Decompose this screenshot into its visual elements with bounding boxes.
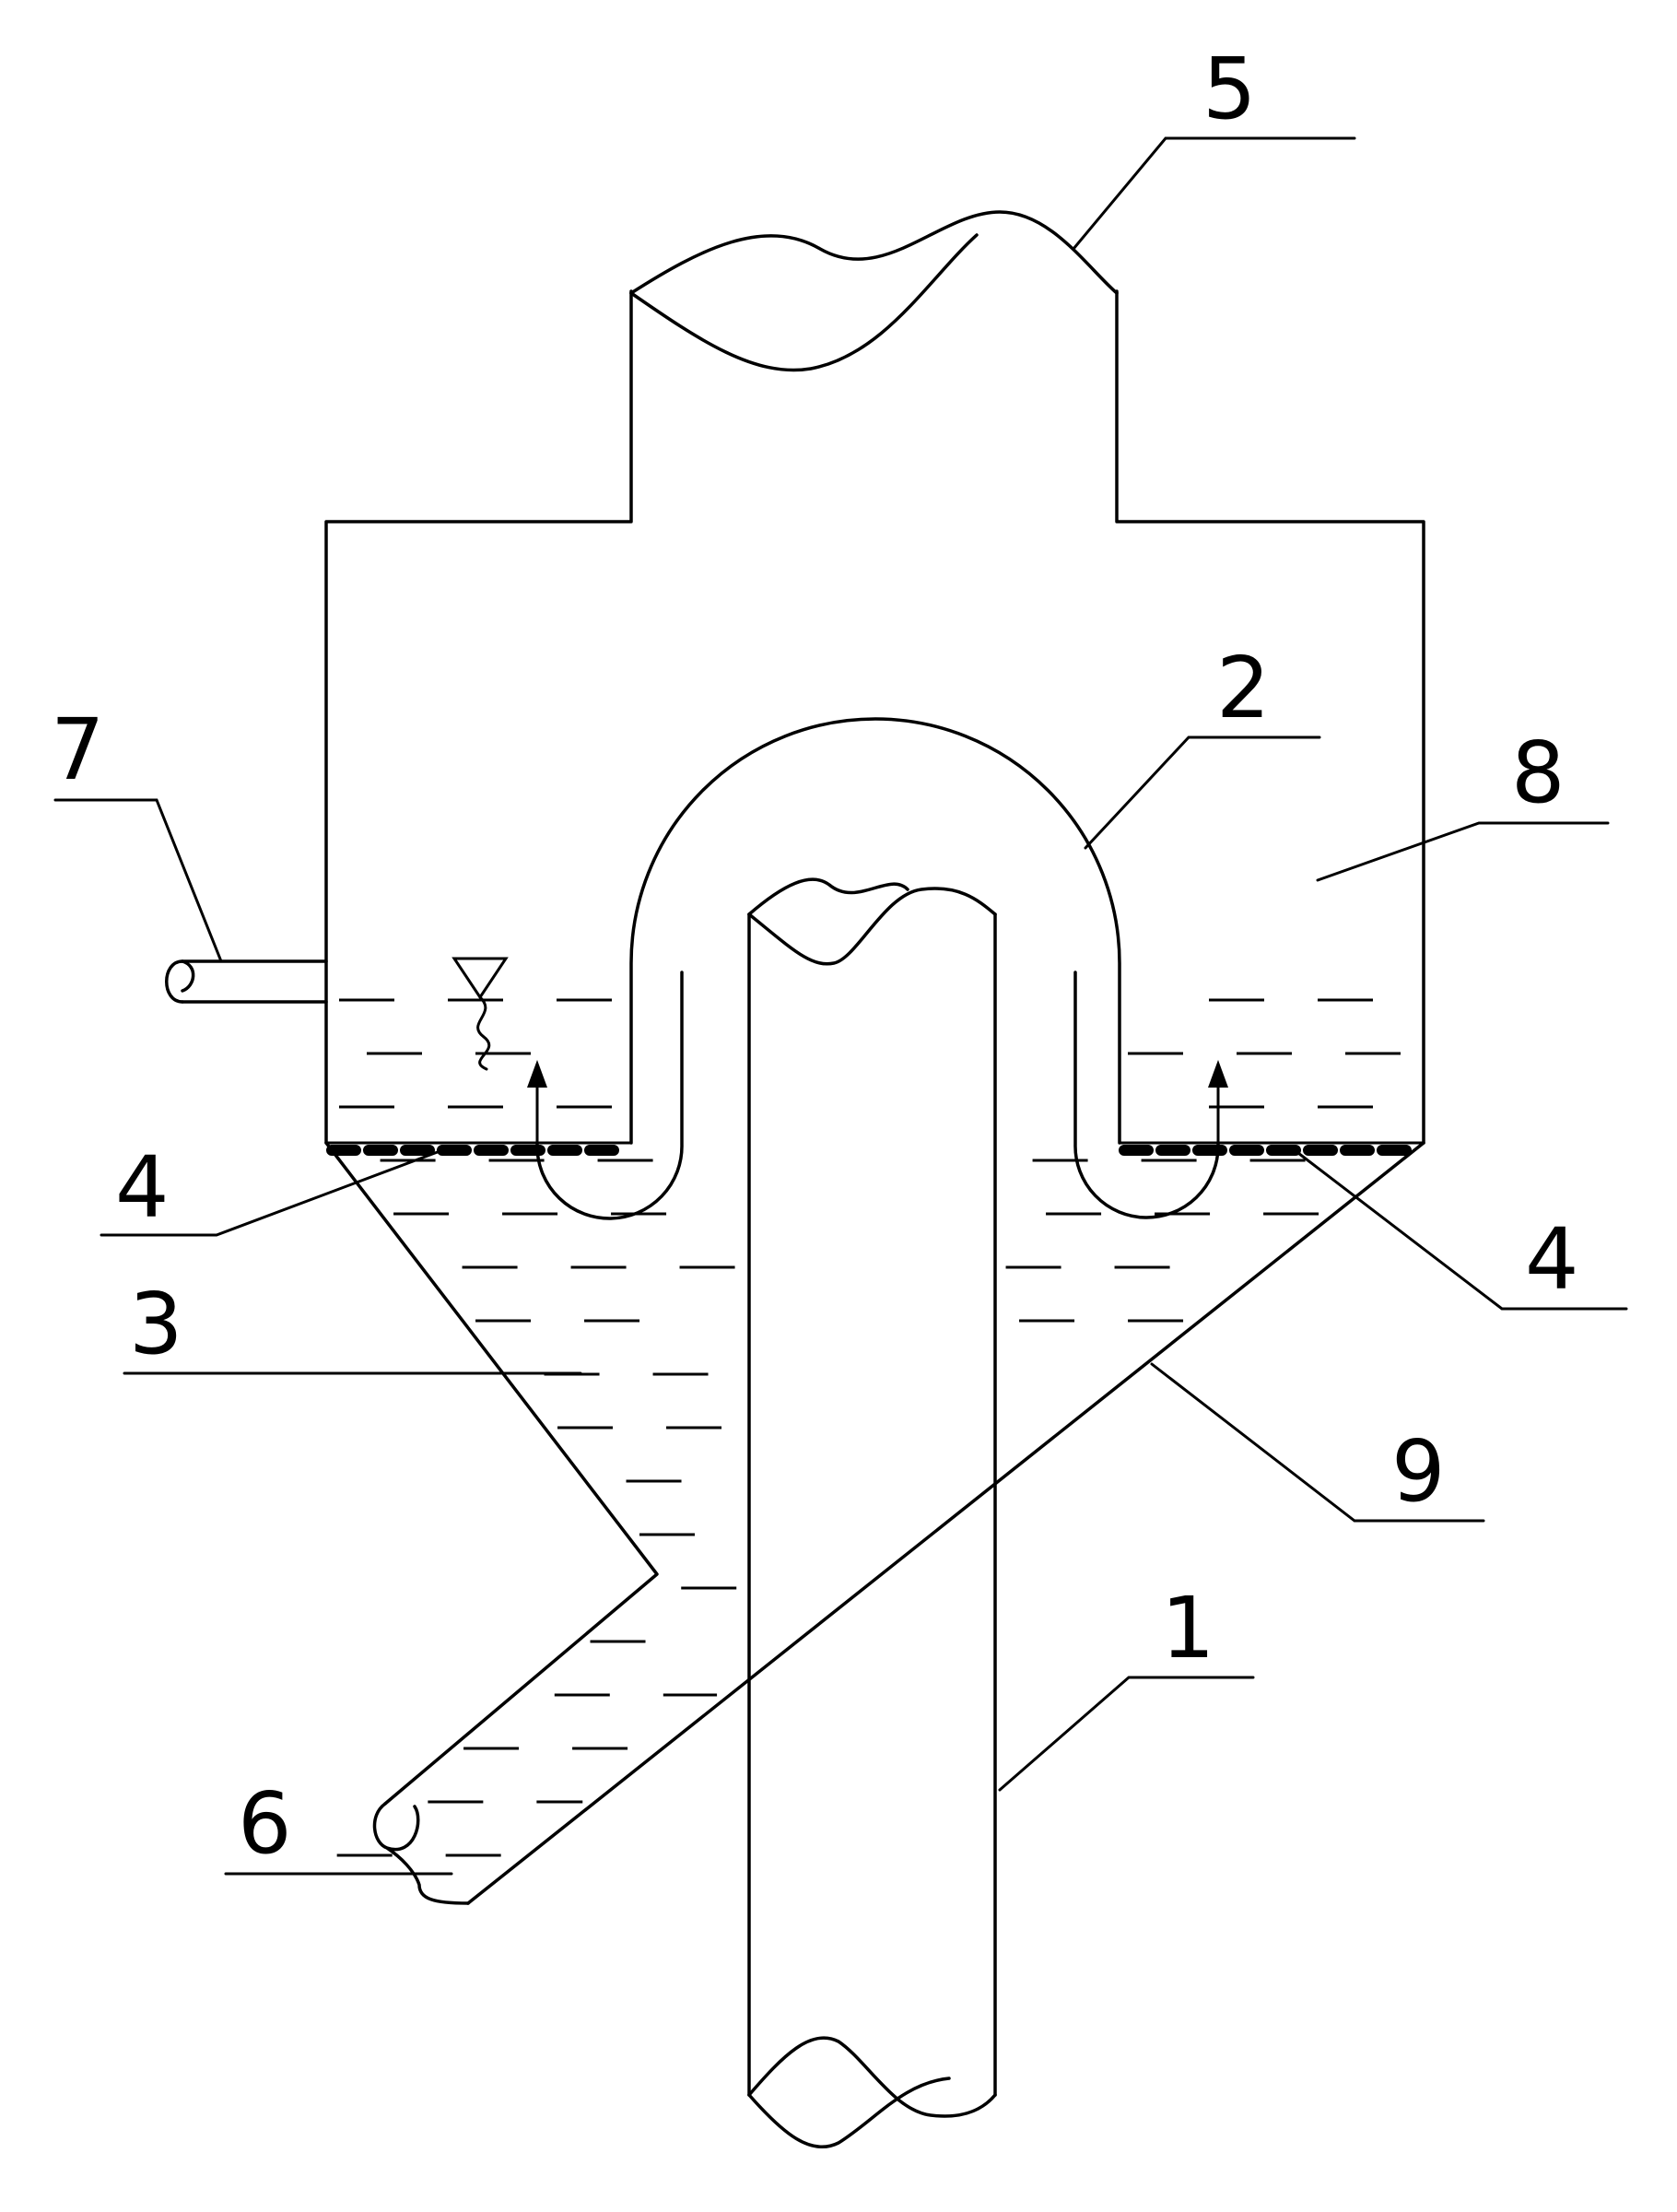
riser-top-break-back <box>747 877 909 916</box>
flow-arrow-left <box>527 1060 547 1145</box>
callout-7: 7 <box>51 700 105 799</box>
callout-2: 2 <box>1216 639 1271 737</box>
vessel-outline <box>324 289 1425 1145</box>
perforated-plate <box>324 1141 1425 1156</box>
callout-9: 9 <box>1391 1422 1446 1521</box>
callout-6: 6 <box>238 1774 292 1873</box>
callout-1: 1 <box>1161 1579 1215 1677</box>
leader-2 <box>1084 735 1321 850</box>
callout-4-left: 4 <box>115 1138 170 1237</box>
callout-5: 5 <box>1202 40 1257 138</box>
callout-leaders <box>53 136 1628 1876</box>
u-seal-left <box>535 971 684 1220</box>
hopper-left-wall <box>324 1141 659 1806</box>
riser-bottom-break <box>747 2036 997 2118</box>
drain-pipe-break <box>372 1802 470 1905</box>
leader-4-left <box>100 1148 444 1237</box>
leader-9 <box>1150 1362 1485 1523</box>
inlet-pipe-break <box>165 959 195 1004</box>
callout-3: 3 <box>129 1275 183 1373</box>
leader-8 <box>1316 821 1610 882</box>
inlet-pipe <box>181 959 328 1004</box>
u-seal-right <box>1073 971 1220 1219</box>
callout-8: 8 <box>1511 724 1566 822</box>
hopper-right-wall <box>466 1141 1425 1905</box>
leader-5 <box>1072 136 1356 251</box>
callout-4-right: 4 <box>1525 1210 1579 1309</box>
leader-7 <box>53 798 223 963</box>
u-hood-outer <box>629 717 1121 1145</box>
leader-4-right <box>1293 1148 1628 1311</box>
liquid-hatching <box>336 998 1401 1857</box>
riser-pipe-walls <box>747 912 997 2097</box>
riser-top-break <box>747 887 997 966</box>
top-pipe-break-curve <box>629 233 979 372</box>
riser-bottom-break-back <box>747 2077 951 2149</box>
top-pipe-break-line <box>629 210 1119 295</box>
flow-arrow-right <box>1208 1060 1228 1145</box>
liquid-level-symbol <box>452 957 509 1071</box>
leader-1 <box>998 1676 1255 1792</box>
